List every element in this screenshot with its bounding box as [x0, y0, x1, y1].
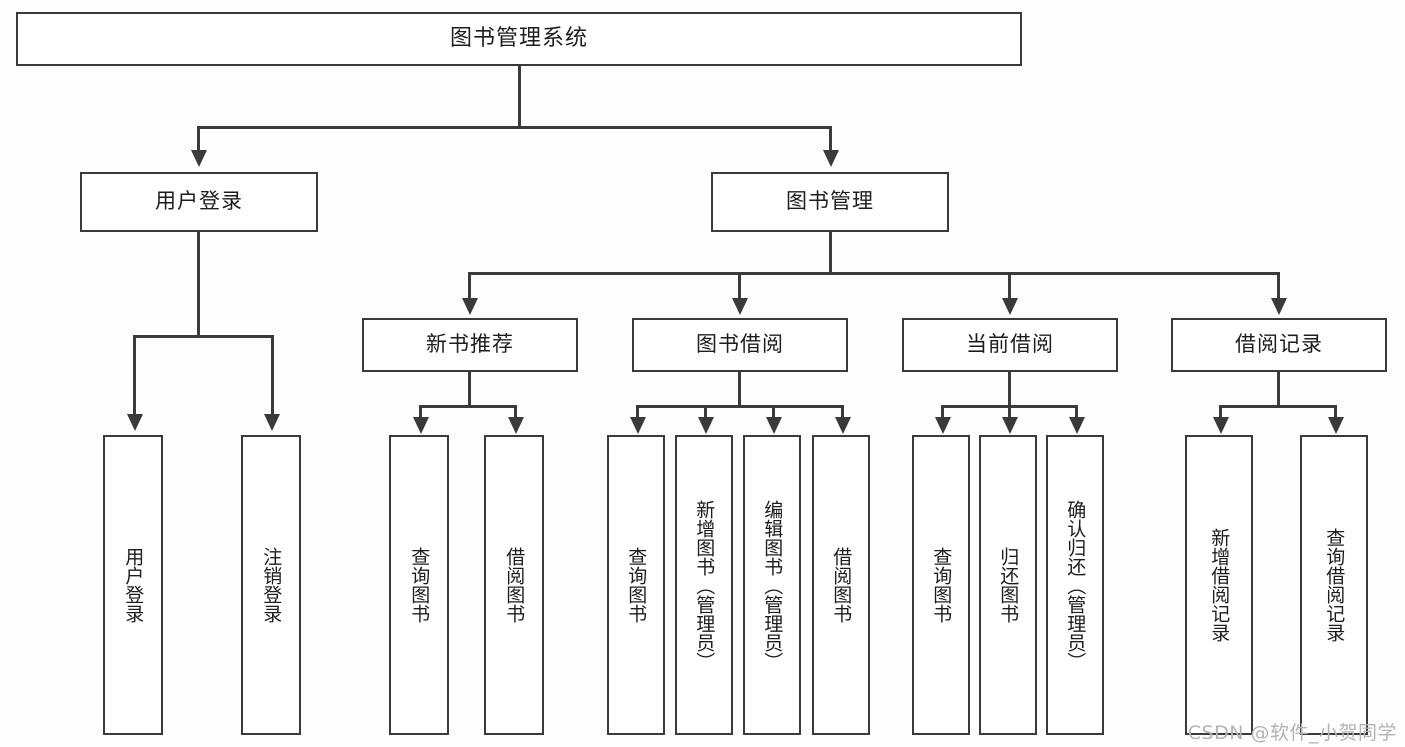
connector-to-current-borrow [1008, 272, 1011, 300]
connector-user-login-drop-1 [133, 335, 136, 416]
arrow-borrow-record-leaf-2 [1327, 417, 1344, 434]
connector-new-book-rec-stem [468, 372, 471, 405]
connector-root-stem [517, 66, 521, 126]
leaf-query-book-borrow[interactable]: 查询图书 [607, 435, 665, 735]
leaf-label: 查询借阅记录 [1323, 528, 1346, 642]
arrow-user-login-leaf-1 [126, 414, 143, 431]
leaf-label: 借阅图书 [503, 547, 526, 623]
node-new-book-recommendation[interactable]: 新书推荐 [362, 318, 578, 372]
leaf-label: 查询图书 [625, 547, 648, 623]
leaf-label: 借阅图书 [830, 547, 853, 623]
connector-to-book-manage [829, 126, 832, 152]
node-label: 新书推荐 [426, 332, 514, 357]
connector-book-borrow-stem [738, 372, 741, 405]
leaf-borrow-book-borrow[interactable]: 借阅图书 [812, 435, 870, 735]
node-book-management[interactable]: 图书管理 [711, 172, 949, 232]
connector-book-borrow-bus [636, 405, 844, 408]
leaf-edit-book-admin[interactable]: 编辑图书（管理员） [743, 435, 801, 735]
leaf-user-logout[interactable]: 注销登录 [241, 435, 301, 735]
leaf-label: 查询图书 [408, 547, 431, 623]
arrow-book-borrow-leaf-2 [697, 417, 714, 434]
node-root-book-management-system[interactable]: 图书管理系统 [16, 12, 1022, 66]
leaf-return-book[interactable]: 归还图书 [979, 435, 1037, 735]
connector-current-borrow-drop-2 [1008, 405, 1011, 419]
node-label: 当前借阅 [966, 332, 1054, 357]
arrow-book-borrow-leaf-4 [834, 417, 851, 434]
connector-borrow-record-bus [1219, 405, 1337, 408]
connector-book-borrow-drop-1 [636, 405, 639, 419]
arrow-current-borrow-leaf-3 [1068, 417, 1085, 434]
connector-to-new-book-rec [468, 272, 471, 300]
leaf-label: 用户登录 [122, 547, 145, 623]
connector-borrow-record-drop-2 [1334, 405, 1337, 419]
leaf-label: 新增借阅记录 [1208, 528, 1231, 642]
arrow-new-book-rec-leaf-1 [412, 417, 429, 434]
leaf-confirm-return-admin[interactable]: 确认归还（管理员） [1046, 435, 1104, 735]
connector-new-book-rec-drop-1 [419, 405, 422, 419]
connector-new-book-rec-drop-2 [514, 405, 517, 419]
node-label: 图书借阅 [696, 332, 784, 357]
connector-to-book-borrow [738, 272, 741, 300]
arrow-user-login-leaf-2 [264, 414, 280, 431]
arrow-new-book-rec-leaf-2 [507, 417, 524, 434]
connector-book-borrow-drop-4 [841, 405, 844, 419]
connector-level2-bus [468, 272, 1280, 275]
leaf-add-book-admin[interactable]: 新增图书（管理员） [675, 435, 733, 735]
arrow-current-borrow-leaf-1 [934, 417, 951, 434]
leaf-label: 新增图书（管理员） [693, 499, 716, 671]
arrow-to-new-book-rec [461, 298, 478, 315]
connector-to-borrow-record [1277, 272, 1280, 300]
connector-to-user-login [197, 126, 200, 152]
connector-new-book-rec-bus [419, 405, 517, 408]
leaf-query-book-current[interactable]: 查询图书 [912, 435, 970, 735]
node-borrow-record[interactable]: 借阅记录 [1171, 318, 1387, 372]
arrow-book-borrow-leaf-3 [765, 417, 782, 434]
node-current-borrow[interactable]: 当前借阅 [902, 318, 1118, 372]
connector-current-borrow-stem [1008, 372, 1011, 405]
connector-user-login-stem [197, 232, 200, 335]
leaf-label: 确认归还（管理员） [1064, 499, 1087, 671]
node-user-login[interactable]: 用户登录 [80, 172, 318, 232]
leaf-query-borrow-record[interactable]: 查询借阅记录 [1300, 435, 1368, 735]
connector-current-borrow-drop-1 [941, 405, 944, 419]
connector-user-login-bus [133, 335, 272, 338]
leaf-label: 归还图书 [997, 547, 1020, 623]
leaf-user-login[interactable]: 用户登录 [103, 435, 163, 735]
connector-level1-bus [197, 126, 832, 129]
leaf-add-borrow-record[interactable]: 新增借阅记录 [1185, 435, 1253, 735]
node-label: 用户登录 [155, 189, 243, 214]
arrow-book-borrow-leaf-1 [629, 417, 646, 434]
connector-book-borrow-drop-2 [704, 405, 707, 419]
leaf-query-book-new-rec[interactable]: 查询图书 [389, 435, 449, 735]
arrow-borrow-record-leaf-1 [1212, 417, 1229, 434]
connector-book-manage-stem [829, 232, 832, 272]
node-label: 借阅记录 [1235, 332, 1323, 357]
connector-book-borrow-drop-3 [772, 405, 775, 419]
arrow-to-book-manage [822, 150, 839, 167]
node-label: 图书管理 [786, 189, 874, 214]
connector-borrow-record-stem [1277, 372, 1280, 405]
leaf-label: 注销登录 [260, 547, 283, 623]
node-label: 图书管理系统 [449, 25, 588, 51]
arrow-to-borrow-record [1270, 298, 1287, 315]
node-book-borrow[interactable]: 图书借阅 [632, 318, 848, 372]
arrow-to-current-borrow [1001, 298, 1018, 315]
leaf-label: 查询图书 [930, 547, 953, 623]
connector-user-login-drop-2 [270, 335, 274, 416]
arrow-current-borrow-leaf-2 [1001, 417, 1018, 434]
connector-borrow-record-drop-1 [1219, 405, 1222, 419]
connector-current-borrow-drop-3 [1075, 405, 1078, 419]
leaf-borrow-book-new-rec[interactable]: 借阅图书 [484, 435, 544, 735]
leaf-label: 编辑图书（管理员） [761, 499, 784, 671]
arrow-to-book-borrow [731, 298, 748, 315]
arrow-to-user-login [190, 150, 207, 167]
